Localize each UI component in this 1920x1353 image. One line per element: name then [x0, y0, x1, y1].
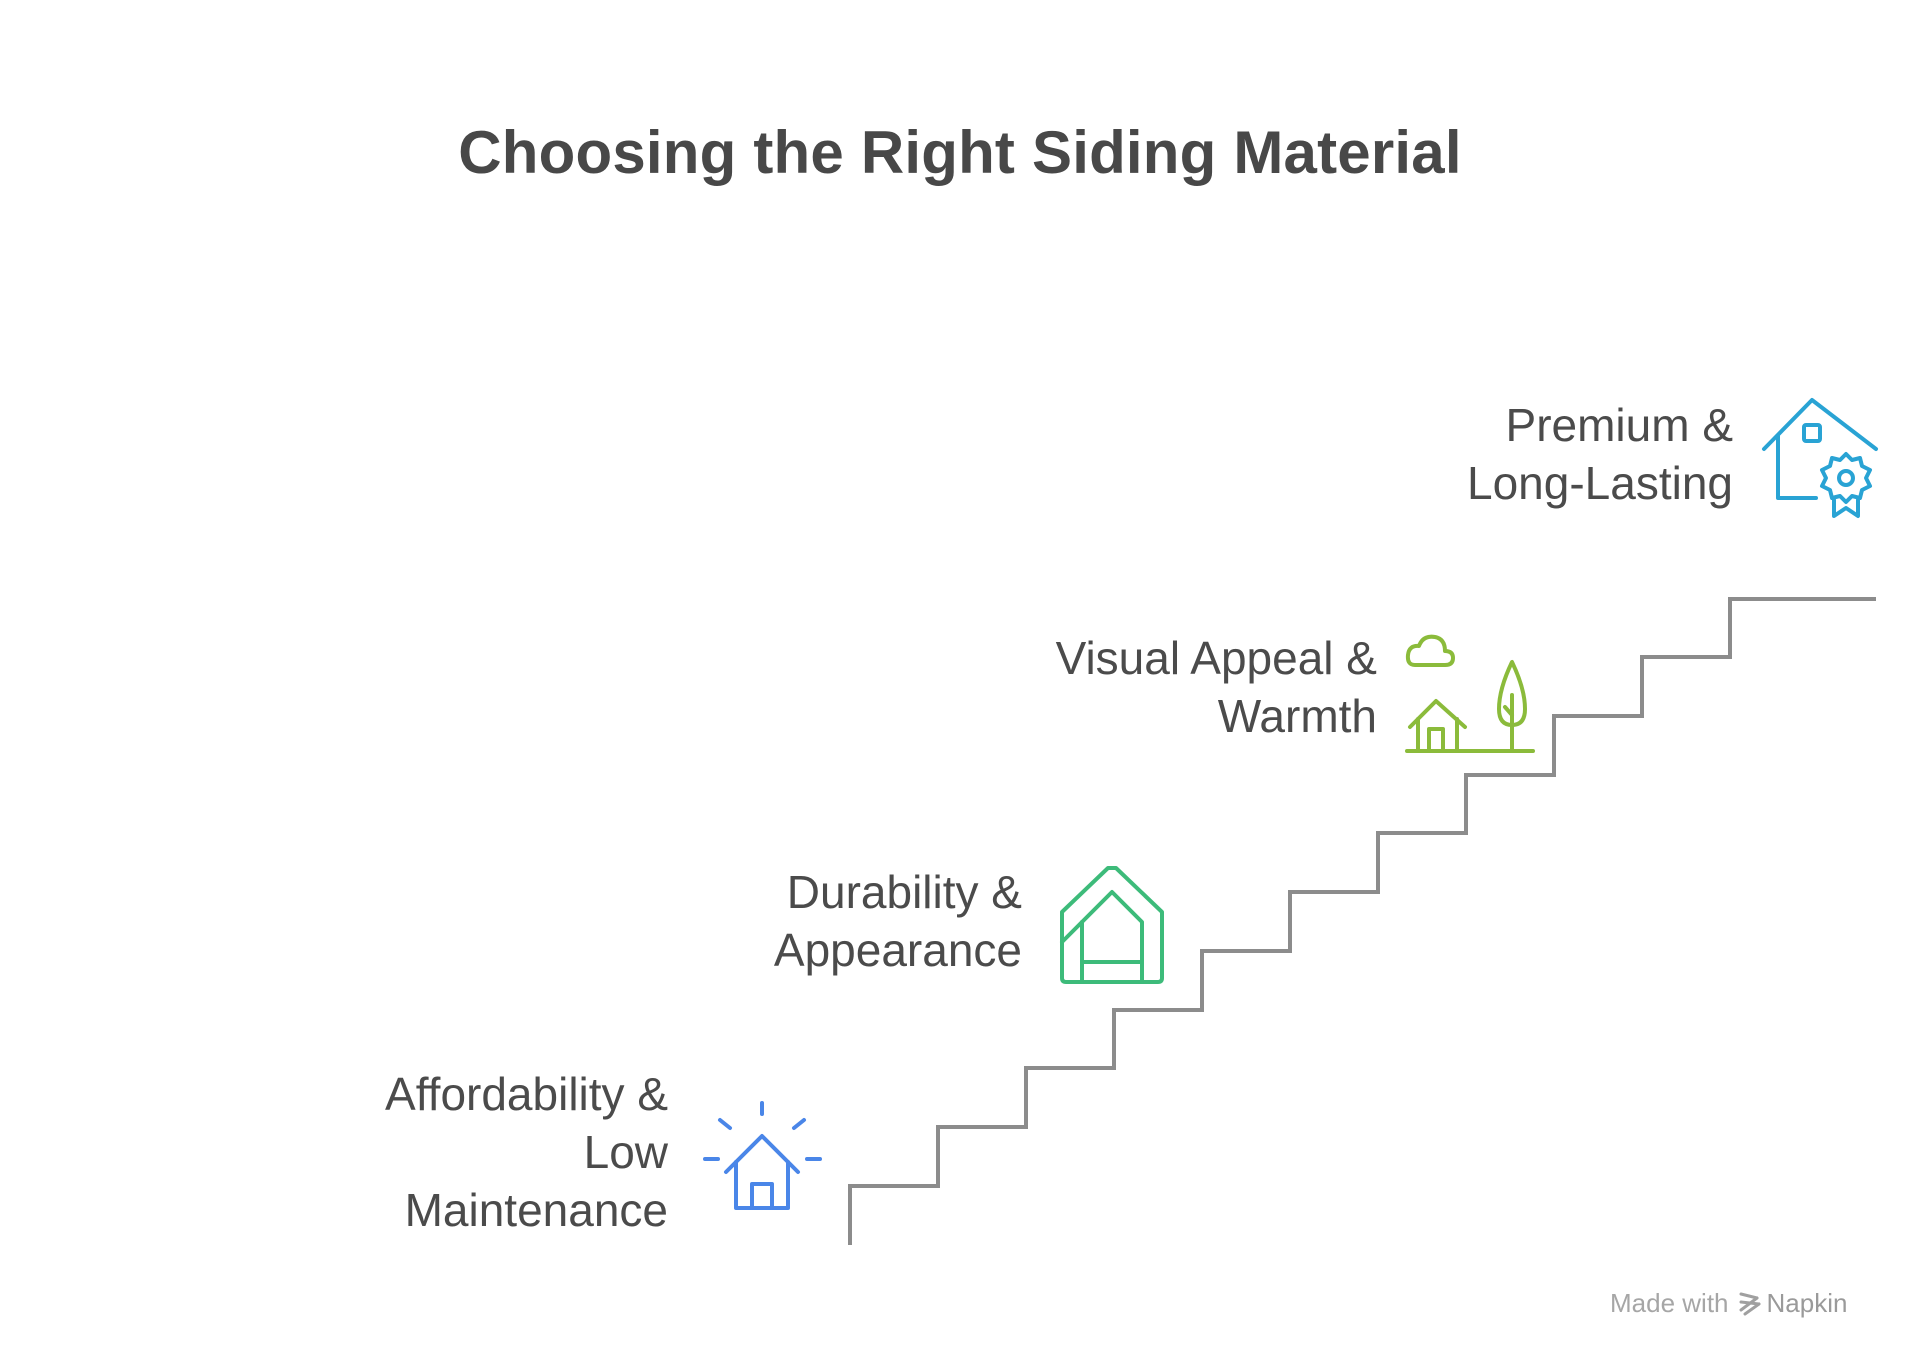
step-label-visual-appeal: Visual Appeal & Warmth — [1056, 629, 1377, 745]
step-label-line: Appearance — [773, 924, 1022, 976]
house-award-icon — [1762, 398, 1878, 518]
step-label-line: Low — [583, 1126, 668, 1178]
napkin-watermark: Made with Napkin — [1610, 1288, 1847, 1319]
step-label-line: Long-Lasting — [1467, 457, 1733, 509]
step-label-line: Maintenance — [404, 1184, 668, 1236]
step-label-premium: Premium & Long-Lasting — [1467, 396, 1733, 512]
made-with-text: Made with — [1610, 1288, 1729, 1318]
step-label-affordability: Affordability & Low Maintenance — [385, 1065, 668, 1239]
napkin-brand-text: Napkin — [1766, 1288, 1848, 1318]
step-label-line: Durability & — [786, 866, 1022, 918]
step-label-line: Affordability & — [385, 1068, 668, 1120]
house-tree-cloud-icon — [1405, 634, 1535, 753]
house-frame-icon — [1060, 866, 1164, 984]
step-label-line: Warmth — [1217, 690, 1377, 742]
page-title: Choosing the Right Siding Material — [458, 119, 1462, 186]
staircase-line — [848, 597, 1876, 1245]
step-label-line: Visual Appeal & — [1055, 632, 1377, 684]
step-label-line: Premium & — [1505, 399, 1733, 451]
napkin-logo-icon — [1739, 1292, 1760, 1316]
step-label-durability: Durability & Appearance — [774, 863, 1022, 979]
house-sun-icon — [703, 1101, 822, 1210]
